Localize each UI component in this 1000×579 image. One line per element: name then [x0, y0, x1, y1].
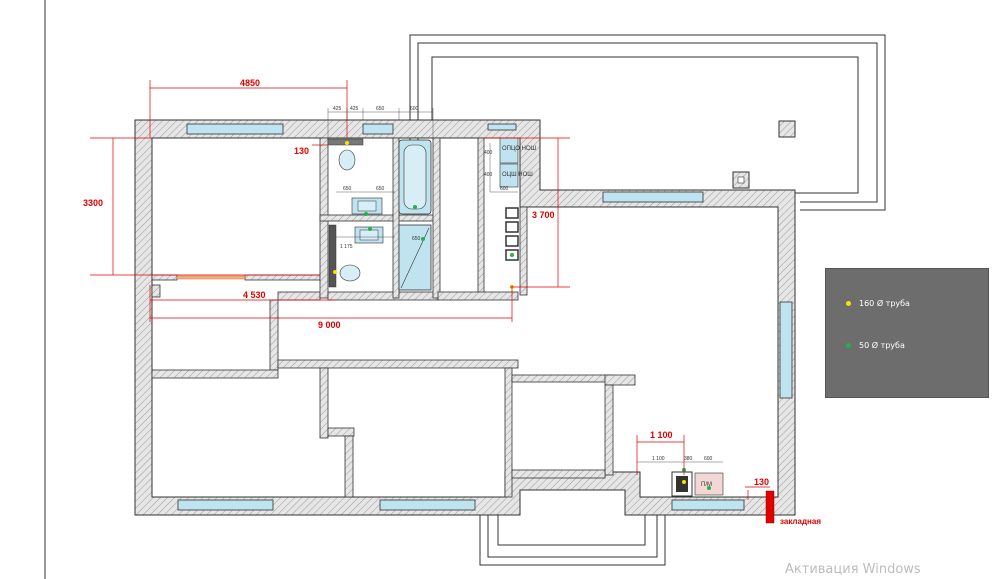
- dimension-3700: 3 700: [532, 210, 555, 220]
- small-dim: 1 100: [652, 456, 665, 462]
- cabinet-label-2: ОЦШ НОШ: [502, 172, 533, 178]
- exterior-walls: [134, 119, 796, 516]
- sink-top: [351, 197, 383, 215]
- small-dim: 380: [684, 456, 693, 462]
- small-dim: 600: [704, 456, 713, 462]
- column-terrace: [778, 120, 796, 138]
- dimension-130-bottom: 130: [754, 477, 769, 487]
- small-dim: 650: [412, 236, 421, 242]
- porch-bottom: [479, 515, 666, 566]
- small-dim: 425: [350, 106, 359, 112]
- small-dimension-lines: [327, 108, 723, 463]
- dimension-lines: [90, 80, 770, 500]
- small-dim: 400: [484, 150, 493, 156]
- embedded-part-label: закладная: [780, 517, 821, 526]
- dimension-4530: 4 530: [243, 290, 266, 300]
- terrace-top: [409, 34, 886, 211]
- small-dim: 600: [410, 106, 419, 112]
- windows: [177, 123, 793, 511]
- embedded-part-marker: [765, 490, 775, 524]
- radiator-blocks: [505, 207, 519, 261]
- small-dim: 1 175: [340, 244, 353, 250]
- dimension-130-top: 130: [294, 146, 309, 156]
- legend-item-50: 50 Ø труба: [846, 341, 905, 350]
- dimension-3300: 3300: [83, 198, 103, 208]
- dimension-1100: 1 100: [650, 430, 673, 440]
- small-dim: 650: [376, 186, 385, 192]
- small-dim: 425: [333, 106, 342, 112]
- kitchen-boiler: [671, 471, 693, 497]
- bathtub: [398, 139, 432, 215]
- dimension-4850: 4850: [240, 78, 260, 88]
- small-dim: 650: [376, 106, 385, 112]
- toilet-bottom: [328, 224, 361, 288]
- dimension-9000: 9 000: [318, 320, 341, 330]
- small-dim: 600: [500, 186, 509, 192]
- dishwasher: [694, 472, 724, 496]
- legend-item-160: 160 Ø труба: [846, 299, 910, 308]
- yellow-dot-icon: [846, 301, 851, 306]
- pipe-legend: 160 Ø труба 50 Ø труба: [825, 268, 989, 398]
- legend-label-50: 50 Ø труба: [859, 341, 905, 350]
- green-dot-icon: [846, 343, 851, 348]
- legend-label-160: 160 Ø труба: [859, 299, 910, 308]
- door-threshold: [176, 275, 246, 280]
- cabinet-label-1: ОПЦО НОШ: [502, 146, 536, 152]
- small-dim: 650: [343, 186, 352, 192]
- small-dim: 400: [484, 172, 493, 178]
- windows-activation-watermark: Активация Windows: [785, 562, 921, 577]
- cabinets: ОПЦО НОШ ОЦШ НОШ: [499, 137, 536, 188]
- shower: [398, 224, 432, 291]
- dishwasher-label: П/М: [701, 482, 712, 488]
